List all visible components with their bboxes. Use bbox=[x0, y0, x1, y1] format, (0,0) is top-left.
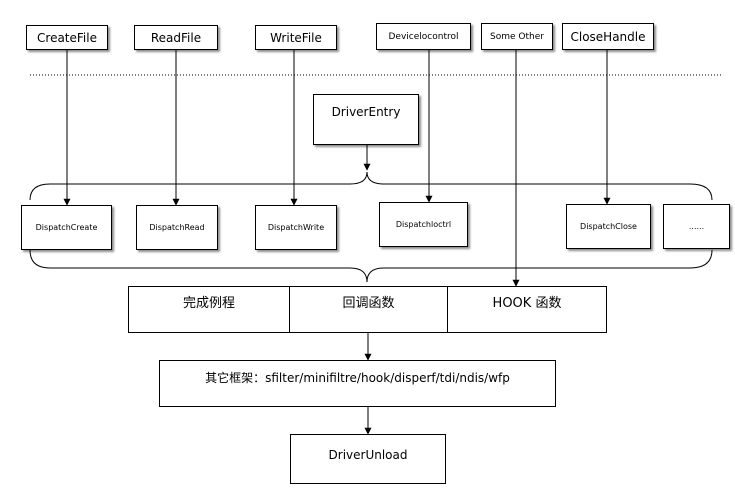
driverunload-box: DriverUnload bbox=[290, 434, 446, 484]
dispatchcreate-label: DispatchCreate bbox=[35, 223, 98, 232]
dispatchwrite-box: DispatchWrite bbox=[255, 205, 337, 250]
dispatchcreate-box: DispatchCreate bbox=[21, 205, 112, 250]
readfile-box: ReadFile bbox=[134, 25, 218, 50]
someother-label: Some Other bbox=[490, 31, 544, 42]
callback-function-label: 回调函数 bbox=[342, 296, 395, 311]
writefile-box: WriteFile bbox=[255, 25, 337, 50]
dispatchread-box: DispatchRead bbox=[136, 205, 218, 250]
driverentry-label: DriverEntry bbox=[331, 104, 401, 119]
closehandle-box: CloseHandle bbox=[562, 23, 654, 50]
completion-routine-label: 完成例程 bbox=[182, 296, 235, 311]
callback-function-box: 回调函数 bbox=[289, 286, 448, 333]
readfile-label: ReadFile bbox=[150, 30, 202, 45]
bottom-brace bbox=[29, 249, 713, 283]
hook-function-box: HOOK 函数 bbox=[447, 286, 607, 333]
dispatchclose-box: DispatchClose bbox=[566, 204, 651, 249]
writefile-label: WriteFile bbox=[270, 30, 322, 45]
completion-routine-box: 完成例程 bbox=[128, 286, 290, 333]
ellipsis-box: ...... bbox=[663, 204, 730, 249]
ellipsis-label: ...... bbox=[688, 222, 705, 231]
driverentry-box: DriverEntry bbox=[313, 94, 419, 145]
devicelocontrol-box: Devicelocontrol bbox=[376, 23, 471, 50]
createfile-label: CreateFile bbox=[37, 30, 97, 45]
closehandle-label: CloseHandle bbox=[570, 29, 646, 44]
driverunload-label: DriverUnload bbox=[328, 448, 408, 462]
dispatchloctrl-box: Dispatchloctrl bbox=[379, 202, 468, 247]
someother-box: Some Other bbox=[481, 23, 553, 50]
dispatchclose-label: DispatchClose bbox=[580, 222, 637, 231]
frameworks-box: 其它框架：sfilter/minifiltre/hook/disperf/tdi… bbox=[159, 360, 556, 407]
dispatchwrite-label: DispatchWrite bbox=[267, 223, 325, 232]
devicelocontrol-label: Devicelocontrol bbox=[388, 31, 459, 42]
dispatchloctrl-label: Dispatchloctrl bbox=[395, 220, 452, 229]
frameworks-label: 其它框架：sfilter/minifiltre/hook/disperf/tdi… bbox=[205, 371, 510, 385]
top-brace bbox=[29, 171, 713, 201]
dispatchread-label: DispatchRead bbox=[149, 223, 205, 232]
hook-function-label: HOOK 函数 bbox=[492, 296, 562, 311]
createfile-box: CreateFile bbox=[26, 25, 108, 50]
